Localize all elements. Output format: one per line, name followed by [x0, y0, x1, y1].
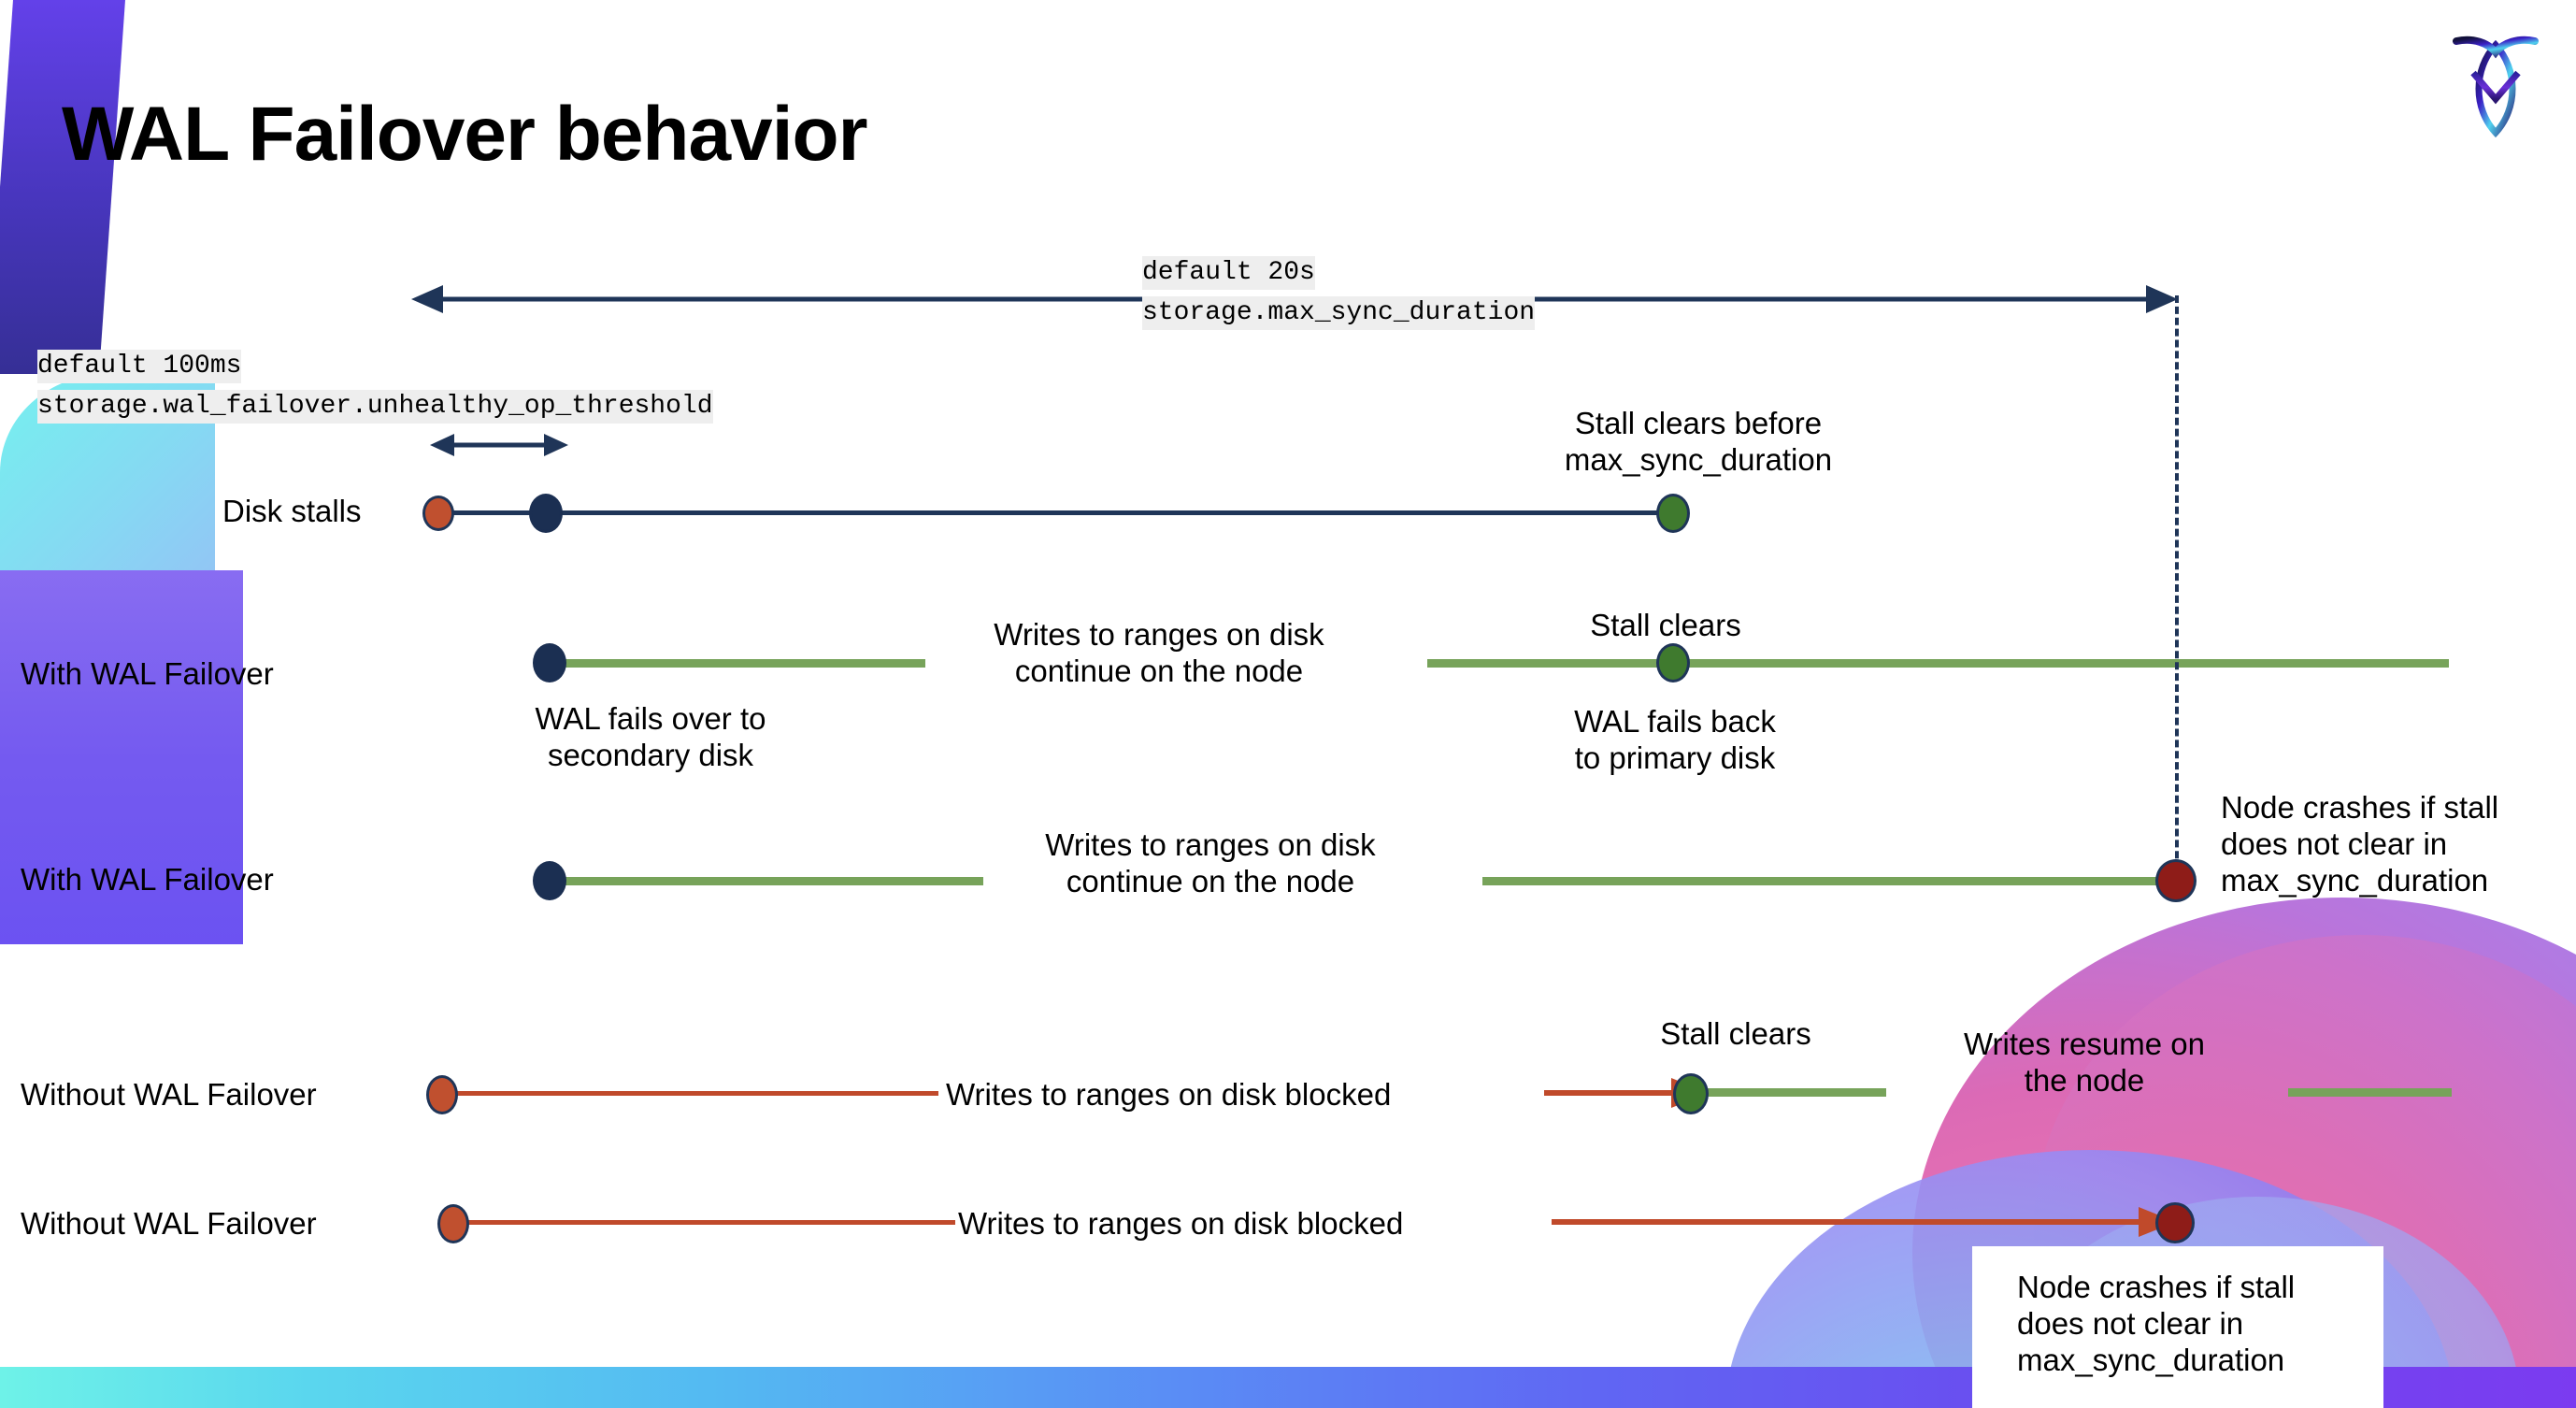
- row-label-without-wal-failover-2: Without WAL Failover: [21, 1206, 317, 1241]
- without-wal-failover-2-start-dot: [437, 1204, 469, 1243]
- without-wal-failover-1-resume-segment: [1699, 1088, 1886, 1097]
- with-wal-failover-1-segment-right: [1427, 659, 2449, 668]
- note-writes-continue-2: Writes to ranges on disk continue on the…: [1045, 827, 1376, 898]
- note-wal-fails-over: WAL fails over to secondary disk: [535, 701, 766, 772]
- max-sync-duration-dropline: [2175, 295, 2179, 881]
- row-label-with-wal-failover-2: With WAL Failover: [21, 862, 274, 897]
- without-wal-failover-2-blocked-arrow: [1552, 1207, 2176, 1237]
- deco-indigo-band: [0, 0, 125, 374]
- note-stall-clears-2: Stall clears: [1660, 1016, 1811, 1051]
- with-wal-failover-1-segment-left: [553, 659, 925, 668]
- row-label-without-wal-failover-1: Without WAL Failover: [21, 1077, 317, 1112]
- note-writes-blocked-2: Writes to ranges on disk blocked: [958, 1206, 1404, 1241]
- with-wal-failover-2-failover-dot: [533, 861, 566, 900]
- without-wal-failover-2-crash-dot: [2155, 1202, 2195, 1243]
- note-writes-resume: Writes resume on the node: [1964, 1027, 2205, 1098]
- max-sync-duration-default-label: default 20s: [1142, 256, 1315, 290]
- note-node-crashes-1: Node crashes if stall does not clear in …: [2221, 790, 2499, 898]
- without-wal-failover-1-start-dot: [426, 1075, 458, 1114]
- without-wal-failover-1-resume-segment-far: [2288, 1088, 2452, 1097]
- cockroachdb-logo-icon: [2447, 21, 2544, 144]
- with-wal-failover-2-segment-right: [1482, 877, 2174, 885]
- with-wal-failover-2-crash-dot: [2155, 859, 2197, 902]
- unhealthy-op-threshold-span-arrow: [430, 434, 568, 456]
- note-wal-fails-back: WAL fails back to primary disk: [1574, 704, 1776, 775]
- note-stall-clears-1: Stall clears: [1590, 608, 1741, 642]
- with-wal-failover-2-segment-left: [553, 877, 983, 885]
- with-wal-failover-1-failover-dot: [533, 643, 566, 682]
- note-writes-blocked-1: Writes to ranges on disk blocked: [946, 1077, 1392, 1112]
- disk-stalls-clear-dot: [1656, 494, 1690, 533]
- row-label-with-wal-failover-1: With WAL Failover: [21, 656, 274, 691]
- note-node-crashes-2: Node crashes if stall does not clear in …: [2017, 1270, 2296, 1377]
- max-sync-duration-setting-label: storage.max_sync_duration: [1142, 296, 1536, 330]
- note-stall-clears-before-max-sync: Stall clears before max_sync_duration: [1564, 406, 1833, 477]
- unhealthy-op-threshold-default-label: default 100ms: [37, 350, 242, 383]
- row-label-disk-stalls: Disk stalls: [222, 494, 362, 528]
- disk-stalls-timeline: [439, 510, 1673, 515]
- without-wal-failover-1-blocked-segment: [449, 1091, 938, 1096]
- note-writes-continue-1: Writes to ranges on disk continue on the…: [994, 617, 1324, 688]
- unhealthy-op-threshold-setting-label: storage.wal_failover.unhealthy_op_thresh…: [37, 390, 713, 424]
- disk-stalls-start-dot: [422, 496, 454, 531]
- without-wal-failover-2-blocked-segment: [460, 1220, 955, 1225]
- with-wal-failover-1-clear-dot: [1656, 643, 1690, 682]
- page-title: WAL Failover behavior: [62, 91, 868, 177]
- disk-stalls-threshold-dot: [529, 494, 563, 533]
- without-wal-failover-1-clear-dot: [1673, 1073, 1709, 1114]
